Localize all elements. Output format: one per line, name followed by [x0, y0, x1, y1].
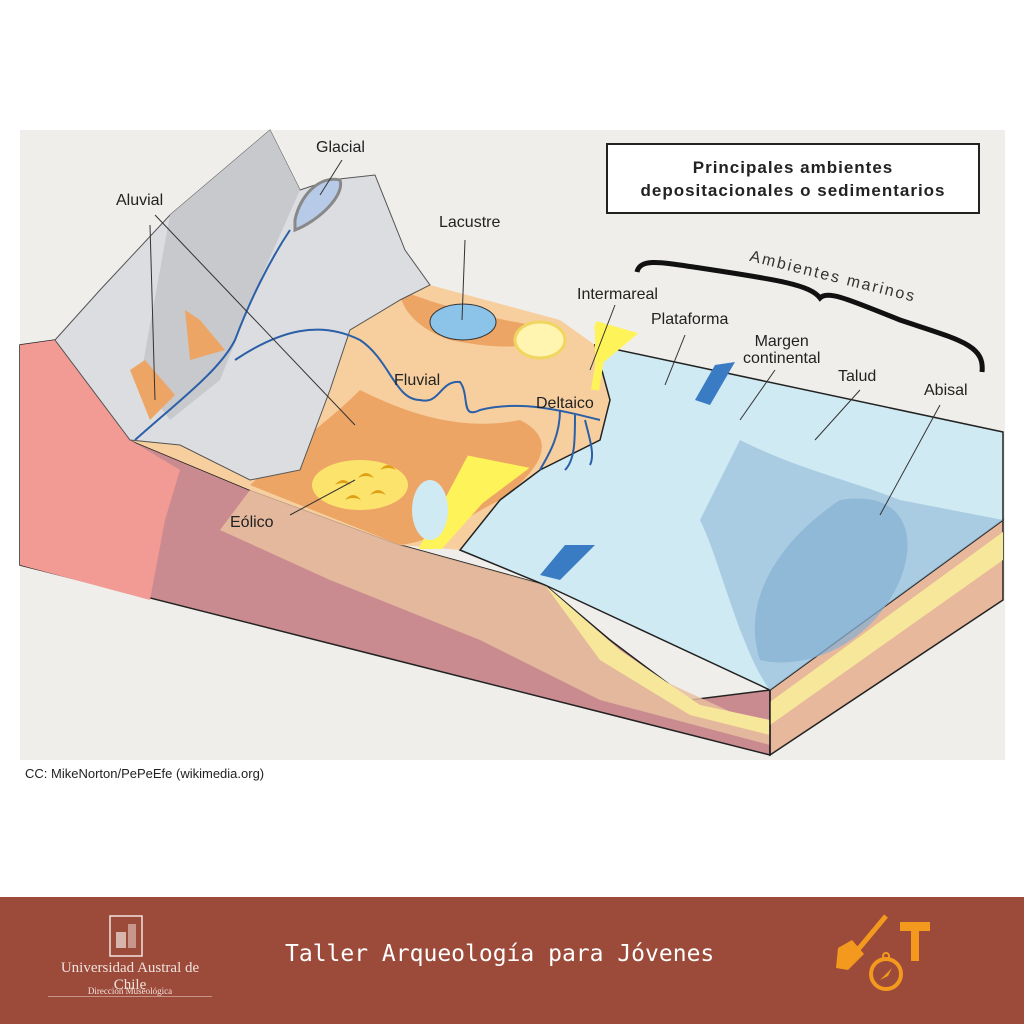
label-lacustre: Lacustre: [439, 214, 501, 231]
abyssal-zone: [754, 498, 908, 663]
label-margen-continental: Margen continental: [743, 333, 820, 367]
label-aluvial: Aluvial: [116, 192, 164, 209]
dunes: [335, 465, 396, 500]
university-subtitle: Dirección Museológica: [87, 986, 173, 996]
lake-lacustre: [429, 303, 497, 341]
label-deltaico: Deltaico: [536, 395, 594, 412]
label-margen-line2: continental: [743, 350, 821, 367]
label-intermareal: Intermareal: [577, 286, 658, 303]
leader-lines: [149, 159, 941, 516]
shovel-icon: [836, 914, 888, 970]
label-talud: Talud: [838, 368, 877, 385]
alluvial-fan-1: [130, 360, 175, 420]
block-side-yellow-layer: [770, 532, 1003, 725]
label-glacial: Glacial: [316, 139, 365, 156]
depositional-environments-diagram: [19, 129, 1005, 760]
mountain-highlight: [140, 130, 300, 420]
hammer-icon: [900, 922, 930, 961]
label-fluvial: Fluvial: [394, 372, 441, 389]
eolian-dune-field: [312, 460, 408, 510]
compass-icon: [869, 952, 903, 991]
footer-title: Taller Arqueología para Jóvenes: [285, 941, 715, 967]
label-margen-line1: Margen: [754, 333, 809, 350]
block-front-pink-layer: [20, 340, 180, 600]
archaeology-tools-icon: [836, 914, 930, 991]
diagram-title-box: Principales ambientes depositacionales o…: [606, 143, 980, 214]
shelf-feature-2: [540, 545, 595, 580]
fluvial-river: [234, 328, 601, 471]
block-front-sand-layer: [220, 490, 770, 745]
coastal-lagoon: [412, 480, 448, 540]
block-front-yellow-layer: [545, 585, 770, 735]
shelf-feature-1: [695, 362, 735, 405]
university-name: Universidad Austral de Chile: [48, 960, 212, 997]
glacial-river: [134, 229, 291, 441]
image-credit: CC: MikeNorton/PePeEfe (wikimedia.org): [25, 766, 265, 781]
label-plataforma: Plataforma: [651, 311, 729, 328]
label-abisal: Abisal: [924, 382, 968, 399]
title-line-2: depositacionales o sedimentarios: [640, 180, 946, 200]
marine-brace: [634, 260, 985, 373]
lake-playa: [513, 320, 567, 360]
alluvial-fan-2: [185, 310, 225, 360]
glacier: [293, 177, 343, 233]
university-shield-logo: [109, 915, 143, 957]
label-eolico: Eólico: [230, 514, 274, 531]
title-line-1: Principales ambientes: [692, 157, 894, 177]
